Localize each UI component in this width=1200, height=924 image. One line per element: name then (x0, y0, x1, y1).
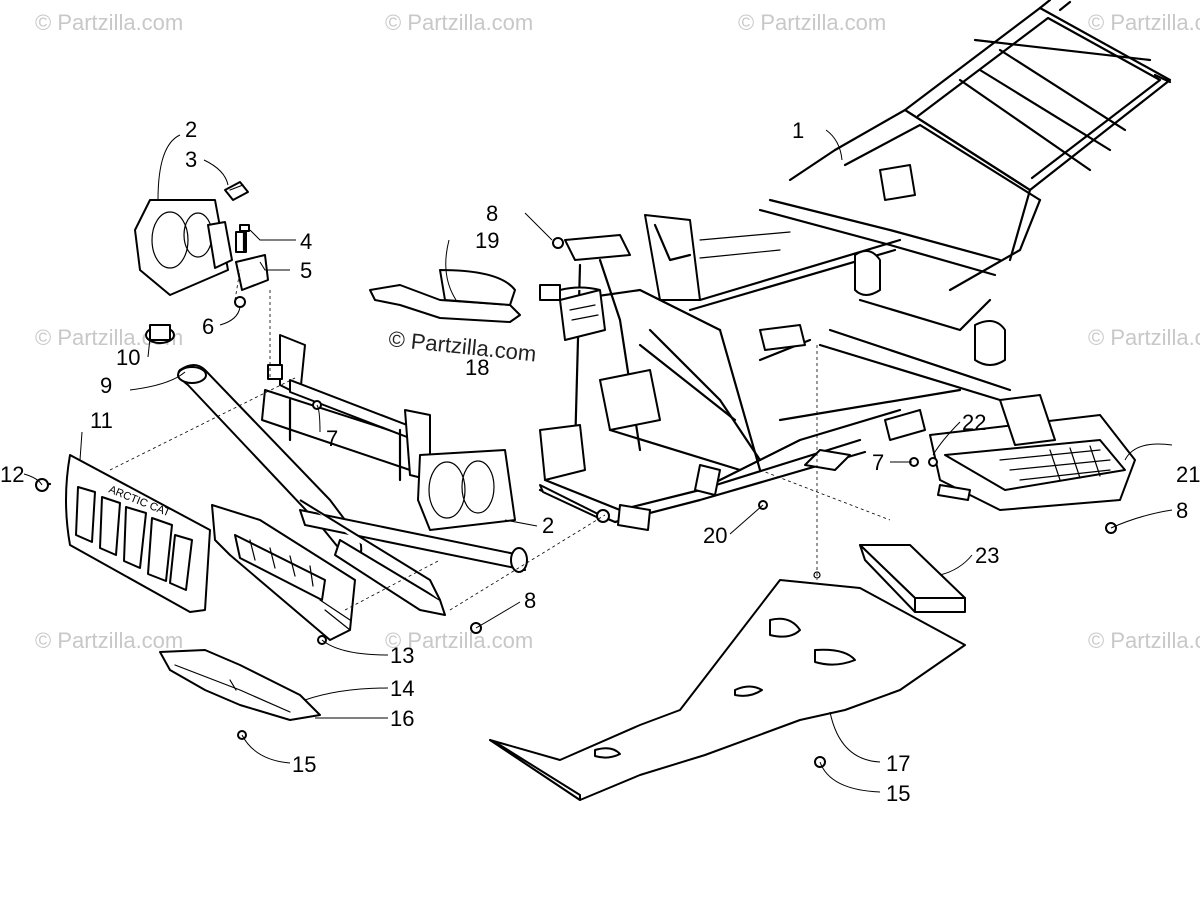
callout-22: 22 (962, 410, 986, 435)
callout-21: 21 (1176, 462, 1200, 487)
callout-labels: 1 2 3 4 5 6 7 8 19 18 10 9 11 12 2 8 13 … (0, 117, 1200, 806)
watermark: © Partzilla.com (385, 10, 533, 35)
rear-guard-19 (369, 234, 631, 323)
assembly-lines (109, 269, 891, 611)
leader-lines (23, 129, 1173, 793)
callout-15-right: 15 (886, 781, 910, 806)
callout-4: 4 (300, 229, 312, 254)
callout-2-lower: 2 (542, 513, 554, 538)
callout-10: 10 (116, 345, 140, 370)
callout-8-top: 8 (486, 201, 498, 226)
front-grille-panel: ARCTIC CAT (65, 454, 211, 613)
watermark: © Partzilla.com (1088, 325, 1200, 350)
bulb (224, 181, 249, 201)
callout-5: 5 (300, 258, 312, 283)
watermark: © Partzilla.com (1088, 10, 1200, 35)
main-frame (538, 0, 1172, 531)
callout-12: 12 (0, 462, 24, 487)
mount-hardware (234, 224, 269, 308)
callout-7-right: 7 (872, 450, 884, 475)
headlight-lower (417, 449, 516, 531)
front-rack-bracket (261, 334, 431, 482)
callout-16: 16 (390, 706, 414, 731)
watermark: © Partzilla.com (738, 10, 886, 35)
callout-18: 18 (465, 355, 489, 380)
footrest-21 (929, 394, 1136, 511)
watermark-center: © Partzilla.com (387, 326, 537, 366)
callout-13: 13 (390, 643, 414, 668)
watermark: © Partzilla.com (385, 628, 533, 653)
callout-23: 23 (975, 543, 999, 568)
callout-15-left: 15 (292, 752, 316, 777)
callout-8-right: 8 (1176, 498, 1188, 523)
callout-1: 1 (792, 118, 804, 143)
callout-2-upper: 2 (185, 117, 197, 142)
callout-17: 17 (886, 751, 910, 776)
block-23 (859, 544, 966, 613)
callout-11: 11 (90, 408, 113, 433)
watermark: © Partzilla.com (35, 628, 183, 653)
watermark: © Partzilla.com (35, 10, 183, 35)
callout-7-left: 7 (326, 426, 338, 451)
lower-skid-plate (159, 649, 321, 721)
watermark: © Partzilla.com (1088, 628, 1200, 653)
front-bumper (299, 499, 528, 616)
main-skid-plate (489, 571, 966, 801)
callout-9: 9 (100, 373, 112, 398)
center-grille (211, 504, 356, 641)
callout-20: 20 (703, 523, 727, 548)
callout-8-left: 8 (524, 588, 536, 613)
callout-3: 3 (185, 147, 197, 172)
callout-6: 6 (202, 314, 214, 339)
callout-14: 14 (390, 676, 414, 701)
headlight-upper (134, 199, 247, 296)
callout-19: 19 (475, 228, 499, 253)
